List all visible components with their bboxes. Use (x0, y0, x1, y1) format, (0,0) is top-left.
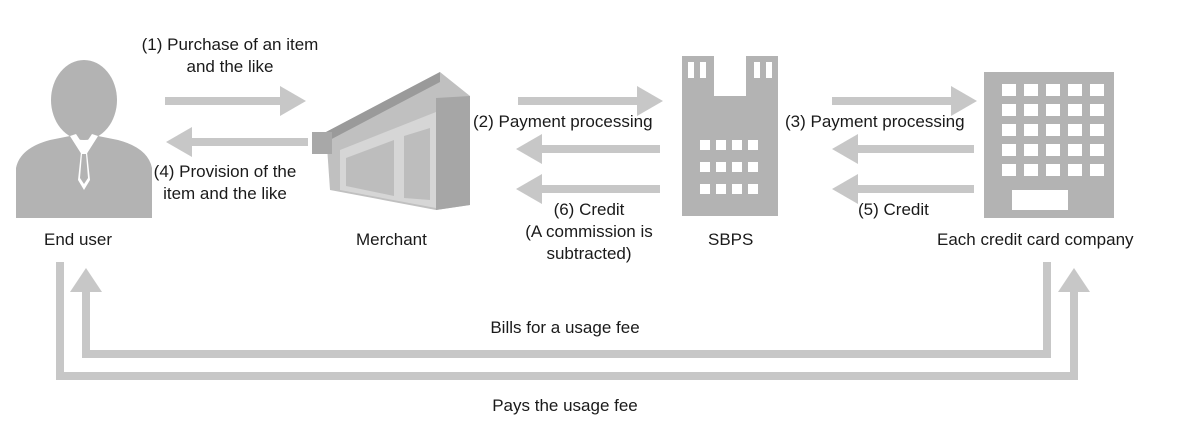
step6-line3: subtracted) (546, 244, 632, 263)
step1-line1: (1) Purchase of an item (141, 35, 319, 54)
sbps-label: SBPS (708, 230, 754, 249)
bills-arrow-icon (70, 262, 1051, 358)
arrow-right-icon (518, 86, 663, 116)
person-icon (16, 60, 152, 218)
arrow-left-icon (166, 127, 308, 157)
arrow-right-icon (165, 86, 306, 116)
step4-line1: (4) Provision of the (153, 162, 297, 181)
arrow-left-icon (832, 134, 974, 164)
office-building-icon (984, 72, 1114, 218)
step6-label: (6) Credit (A commission is subtracted) (494, 199, 684, 265)
flow-arrows (56, 86, 1090, 380)
arrow-left-icon (516, 134, 660, 164)
step6-line2: (A commission is (525, 222, 653, 241)
step3-label: (3) Payment processing (785, 112, 965, 131)
step6-line1: (6) Credit (553, 200, 625, 219)
end-user-label: End user (44, 230, 113, 249)
bills-label: Bills for a usage fee (490, 318, 640, 337)
step1-line2: and the like (186, 57, 274, 76)
step2-label: (2) Payment processing (473, 112, 653, 131)
step4-line2: item and the like (163, 184, 287, 203)
pays-label: Pays the usage fee (492, 396, 638, 415)
step5-label: (5) Credit (858, 200, 929, 219)
arrow-left-icon (516, 174, 660, 204)
pays-arrow-icon (56, 262, 1090, 380)
step4-label: (4) Provision of the item and the like (140, 161, 310, 205)
office-tower-icon (682, 56, 778, 216)
step1-label: (1) Purchase of an item and the like (118, 34, 342, 78)
arrow-right-icon (832, 86, 977, 116)
card-company-label: Each credit card company (937, 230, 1134, 249)
merchant-label: Merchant (356, 230, 427, 249)
arrow-left-icon (832, 174, 974, 204)
store-building-icon (312, 72, 470, 210)
